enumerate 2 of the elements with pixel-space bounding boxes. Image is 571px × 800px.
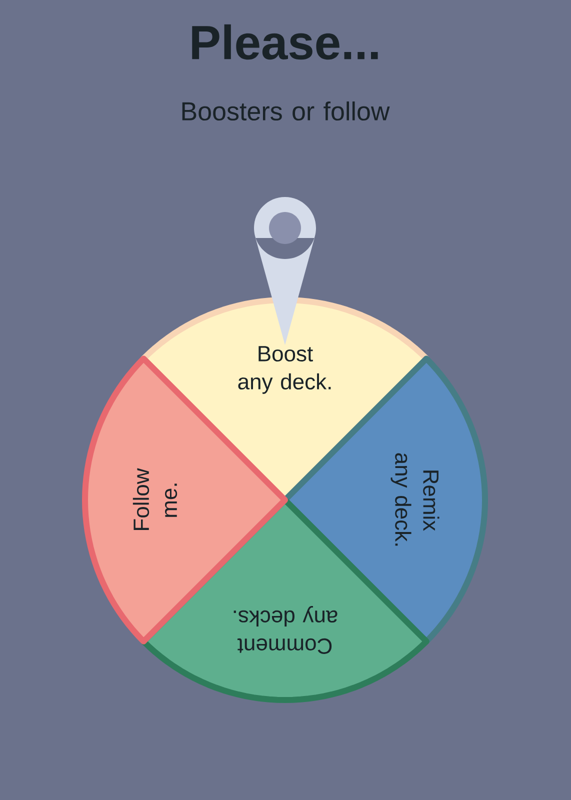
subtitle: Boosters or follow [182, 101, 390, 121]
title: Please... [192, 24, 378, 60]
